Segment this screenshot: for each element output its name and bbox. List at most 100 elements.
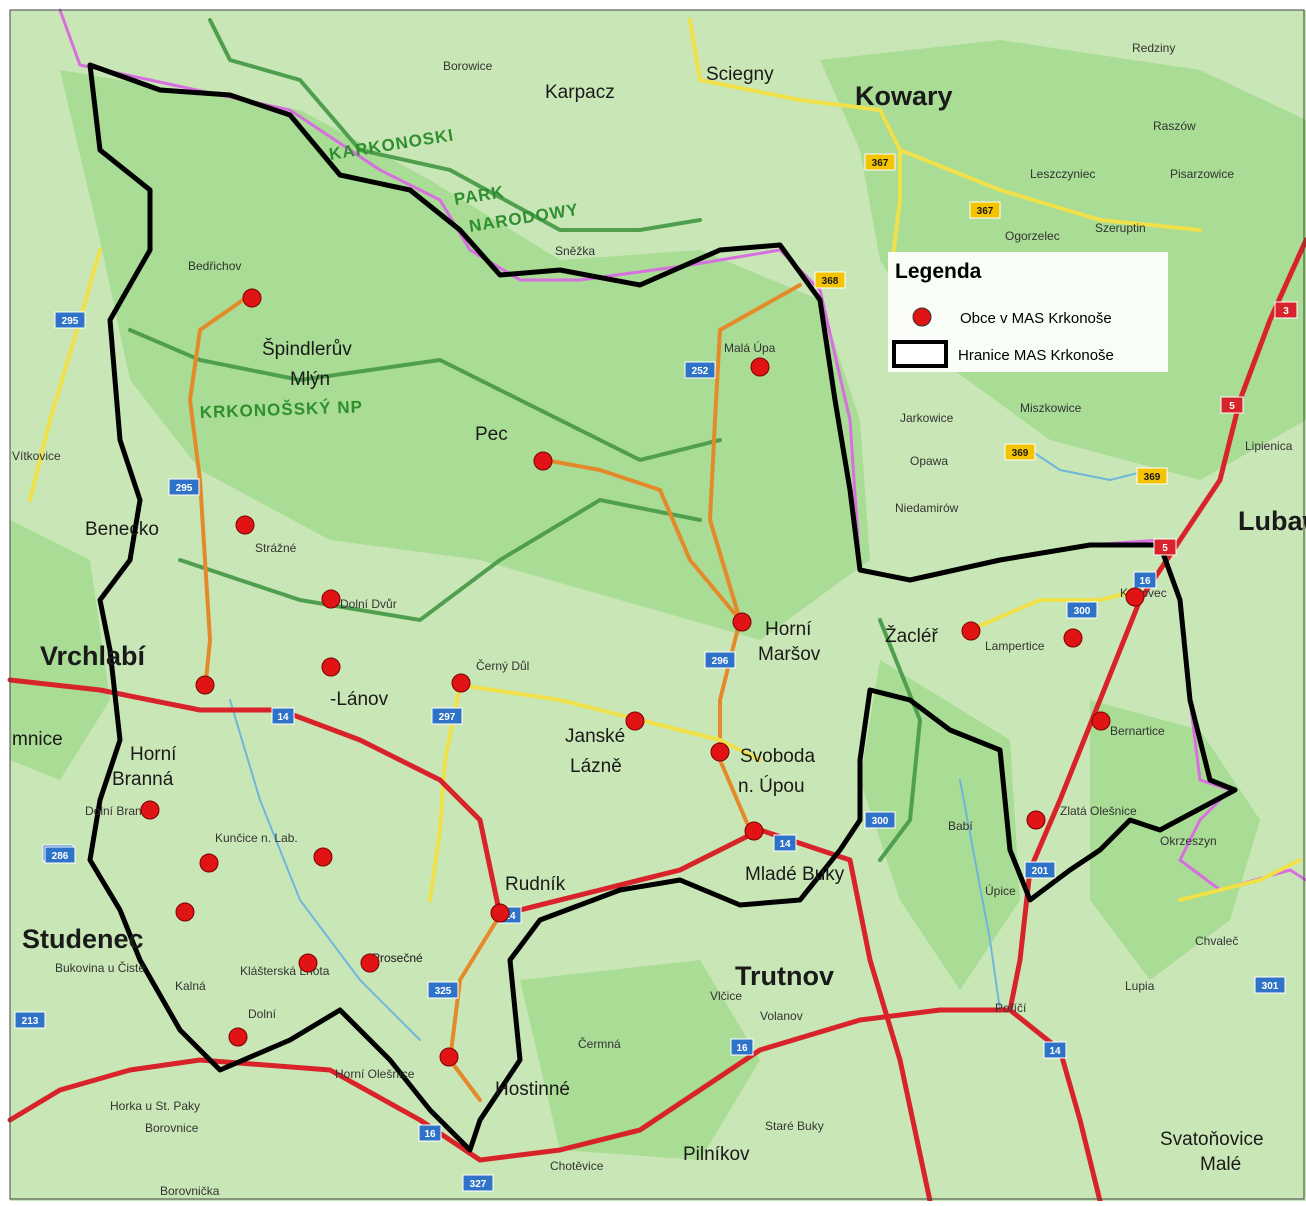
municipality-marker[interactable] [242,288,262,308]
municipality-marker[interactable] [199,853,219,873]
legend-item-municipalities: Obce v MAS Krkonoše [960,310,1112,327]
municipality-marker[interactable] [451,673,471,693]
place-label-small: Pisarzowice [1170,167,1234,181]
place-label-medium: Svoboda [740,746,815,767]
municipality-marker[interactable] [235,515,255,535]
route-shield-number: 14 [1049,1046,1061,1057]
route-shield-number: 369 [1012,448,1029,459]
municipality-marker[interactable] [360,953,380,973]
route-shield-number: 295 [176,483,193,494]
route-shield-number: 16 [736,1043,748,1054]
municipality-marker[interactable] [732,612,752,632]
place-label-small: Borovnička [160,1184,220,1198]
route-shield: 252 [684,361,716,379]
route-shield-number: 286 [52,851,69,862]
route-shield-number: 5 [1162,543,1168,554]
route-shield-number: 213 [22,1016,39,1027]
municipality-marker[interactable] [750,357,770,377]
municipality-marker[interactable] [490,903,510,923]
municipality-marker[interactable] [1125,587,1145,607]
place-label-small: Lupia [1125,979,1155,993]
place-label-small: Lipienica [1245,439,1293,453]
place-label-small: Černý Důl [476,658,529,673]
municipality-marker[interactable] [1091,711,1111,731]
route-shield-box [168,478,200,496]
place-label-medium: Horní [130,744,177,765]
place-label-medium: Rudník [505,874,566,895]
forest-patch [10,520,110,780]
route-shield-number: 368 [822,276,839,287]
forest-patch [520,960,760,1160]
legend: Legenda Obce v MAS Krkonoše Hranice MAS … [888,252,1168,372]
route-shield-box [431,707,463,725]
route-shield: 369 [1004,443,1036,461]
place-label-small: Prosečné [372,951,423,965]
place-label-medium: Maršov [758,644,821,665]
route-shield-number: 3 [1283,306,1289,317]
local-road [1178,858,1302,902]
route-shield-box [814,271,846,289]
place-label-small: Volanov [760,1009,803,1023]
route-shield-box [1153,538,1177,556]
place-label-small: Chvaleč [1195,934,1238,948]
place-label-small: Miszkowice [1020,401,1082,415]
park-boundary [178,498,702,622]
route-shield-number: 300 [872,816,889,827]
municipality-marker[interactable] [321,589,341,609]
route-shield: 16 [418,1124,442,1142]
municipality-marker[interactable] [321,657,341,677]
route-shield: 16 [730,1038,754,1056]
route-shield-box [1043,1041,1067,1059]
route-shield-number: 367 [872,158,889,169]
route-shield-box [969,201,1001,219]
place-label-small: Malá Úpa [724,340,776,355]
route-shield: 367 [969,201,1001,219]
place-label-small: Raszów [1153,119,1196,133]
route-shield-box [1254,976,1286,994]
municipality-marker[interactable] [1026,810,1046,830]
municipality-marker[interactable] [439,1047,459,1067]
place-label-large: Lubaw [1238,506,1306,536]
municipality-marker[interactable] [961,621,981,641]
municipality-marker[interactable] [533,451,553,471]
municipality-marker[interactable] [140,800,160,820]
route-shield: 295 [54,311,86,329]
municipality-marker[interactable] [175,902,195,922]
route-shield-number: 301 [1262,981,1279,992]
municipality-marker[interactable] [710,742,730,762]
place-label-medium: Pec [475,424,508,445]
place-label-small: Dolní Branná [85,804,155,818]
municipality-marker[interactable] [1063,628,1083,648]
route-shield: 325 [427,981,459,999]
regional-road [448,913,502,1102]
place-label-small: Niedamirów [895,501,959,515]
route-shield-number: 300 [1074,606,1091,617]
place-label-medium: Janské [565,726,625,747]
place-label-medium: Karpacz [545,82,615,103]
municipality-marker[interactable] [228,1027,248,1047]
municipality-marker[interactable] [298,953,318,973]
municipality-marker[interactable] [195,675,215,695]
route-shield: 300 [1066,601,1098,619]
place-label-medium: Sciegny [706,64,774,85]
place-label-medium: Hostinné [495,1079,570,1100]
local-road [968,588,1142,632]
route-shield-box [1133,571,1157,589]
route-shield-number: 327 [470,1179,487,1190]
municipality-marker[interactable] [313,847,333,867]
municipality-marker[interactable] [744,821,764,841]
municipality-marker[interactable] [625,711,645,731]
forest-patch [1090,700,1260,980]
route-shield: 286 [44,846,76,864]
legend-item-boundary: Hranice MAS Krkonoše [958,347,1114,364]
place-label-medium: Branná [112,769,174,790]
park-boundary [128,328,722,462]
place-label-medium: Mlýn [290,369,330,390]
park-boundary [208,18,702,232]
legend-marker-icon [912,307,932,327]
route-shield-box [418,1124,442,1142]
water-line [959,779,1001,1011]
mas-boundary [87,62,1238,1153]
route-shield: 14 [773,834,797,852]
place-label-small: Poříčí [995,1001,1027,1015]
